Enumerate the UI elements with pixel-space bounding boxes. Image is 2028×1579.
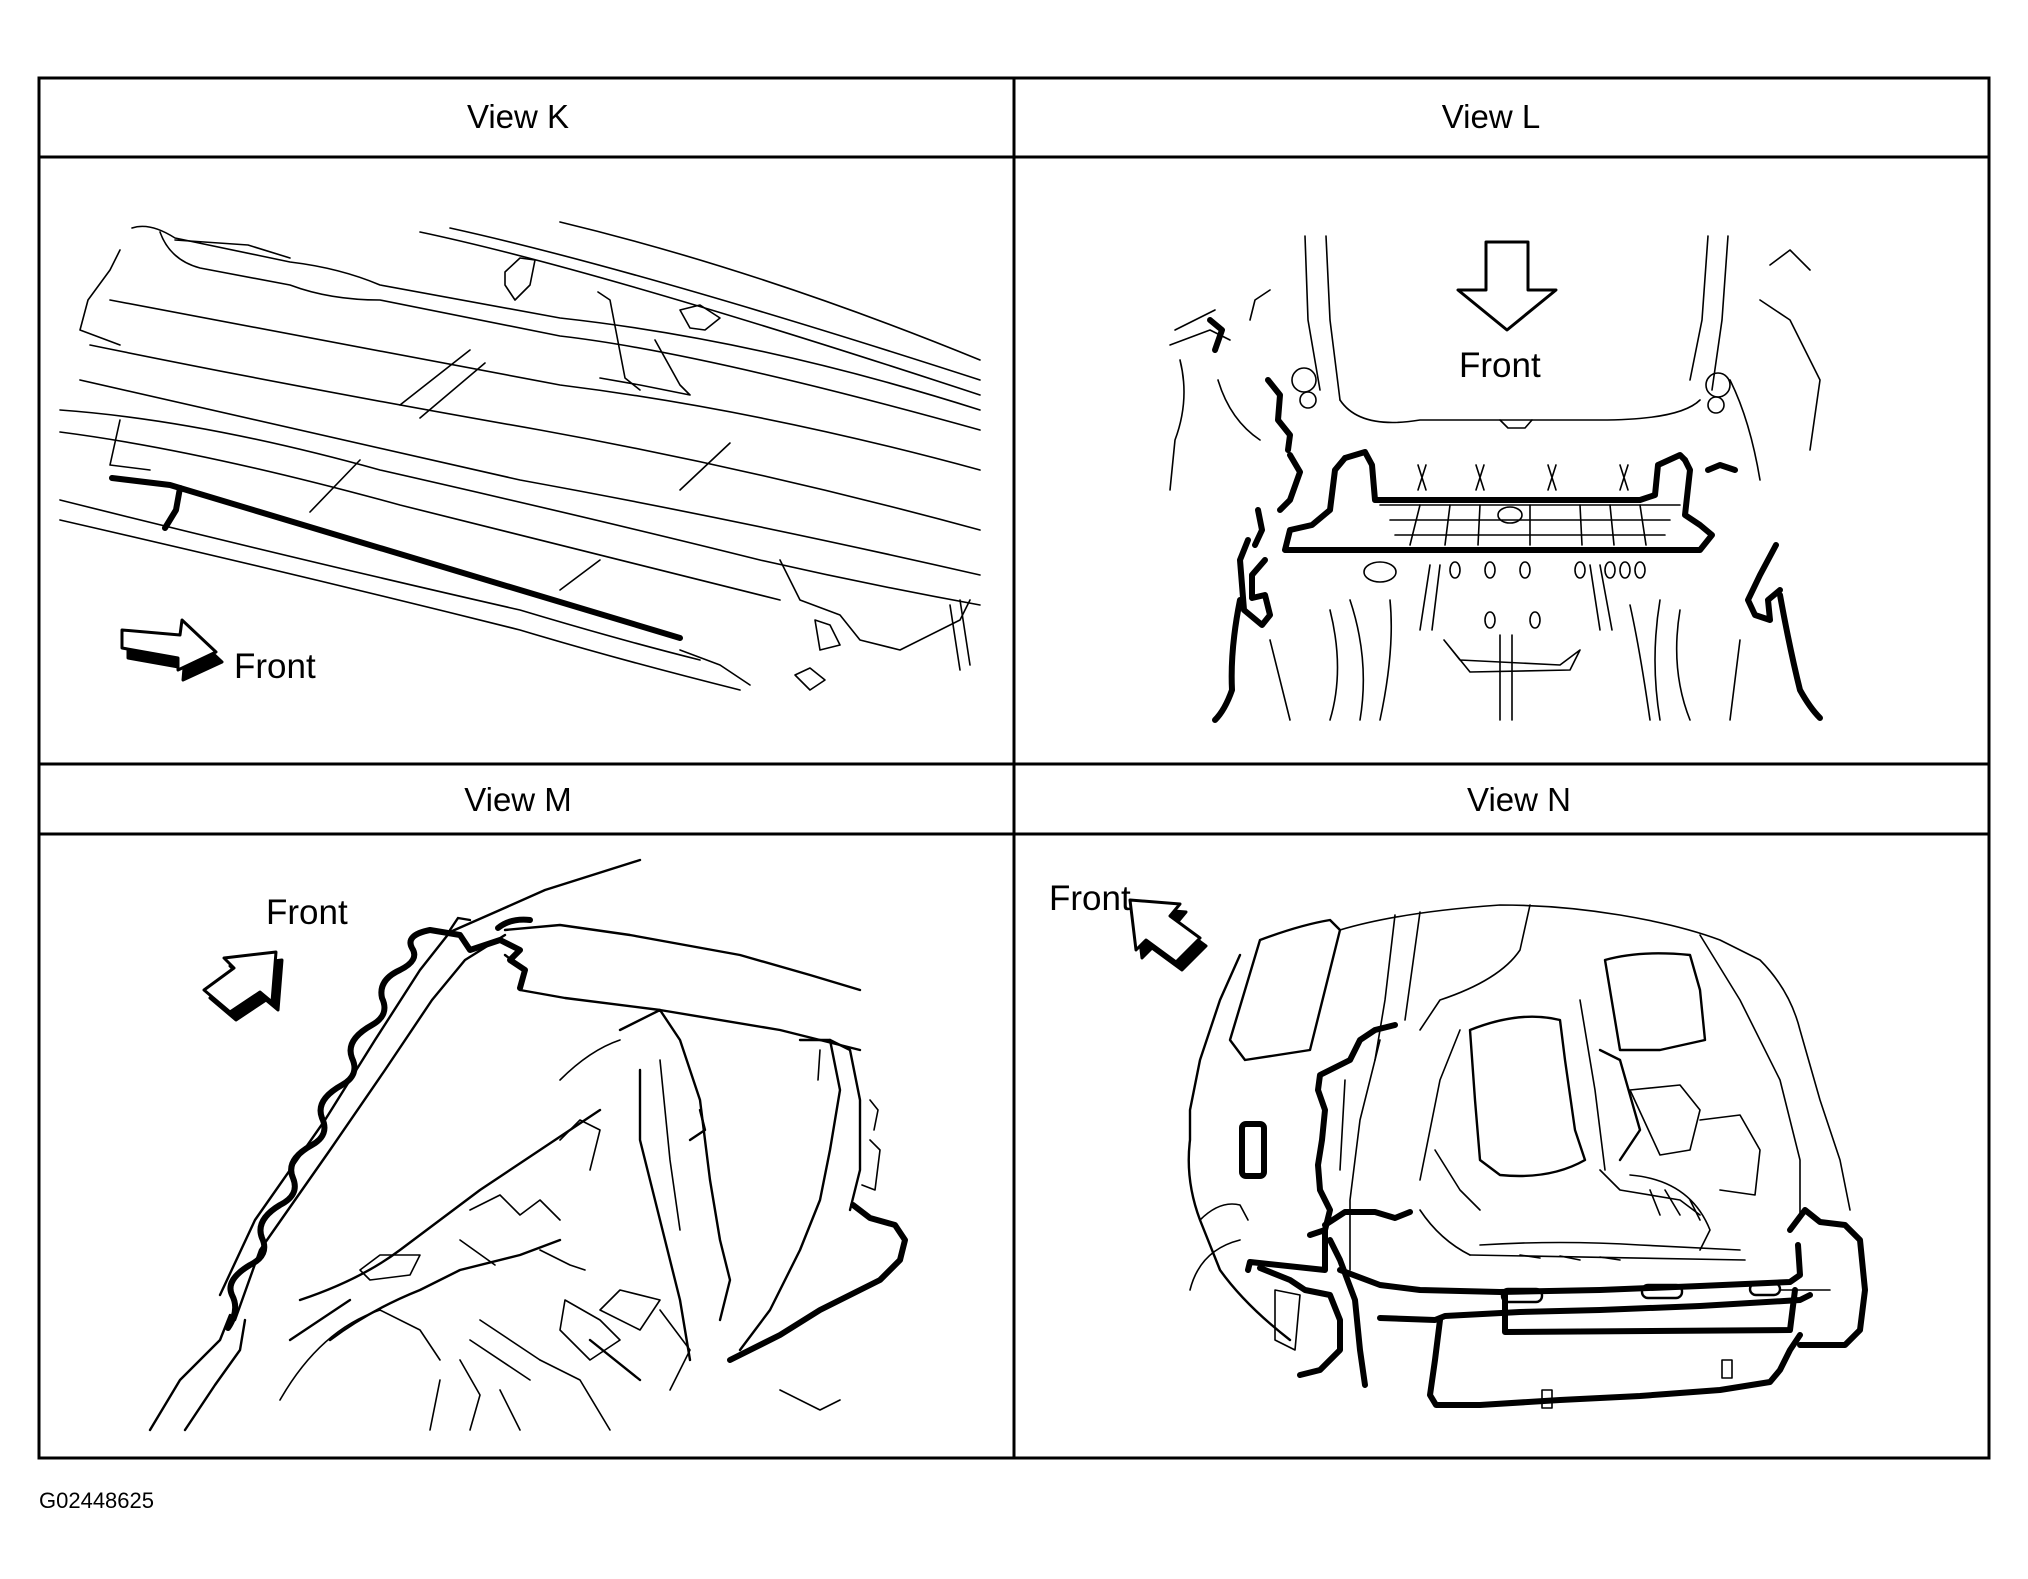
- view-l-front-label: Front: [1459, 346, 1541, 385]
- view-k-front-label: Front: [234, 647, 316, 686]
- n-body-sealer: [1307, 1022, 1398, 1238]
- m-quarter-sealer: [727, 1202, 908, 1363]
- view-m-front-label: Front: [266, 893, 348, 932]
- view-n-drawing: [1128, 898, 1868, 1409]
- view-k-drawing: [59, 221, 981, 691]
- m-pillar-sealer: [225, 927, 528, 1331]
- k-sealer-bead: [109, 475, 683, 641]
- view-m-drawing: [148, 858, 908, 1432]
- panel-grid: [37, 76, 1991, 1460]
- figure-id: G02448625: [39, 1488, 154, 1513]
- panel-n-title: View N: [1467, 781, 1571, 818]
- view-n-front-label: Front: [1049, 879, 1131, 918]
- panel-m-title: View M: [464, 781, 572, 818]
- panel-l-title: View L: [1442, 98, 1540, 135]
- l-crossmember-sealer: [1342, 449, 1688, 503]
- panel-k-title: View K: [467, 98, 569, 135]
- view-l-drawing: [1169, 235, 1823, 723]
